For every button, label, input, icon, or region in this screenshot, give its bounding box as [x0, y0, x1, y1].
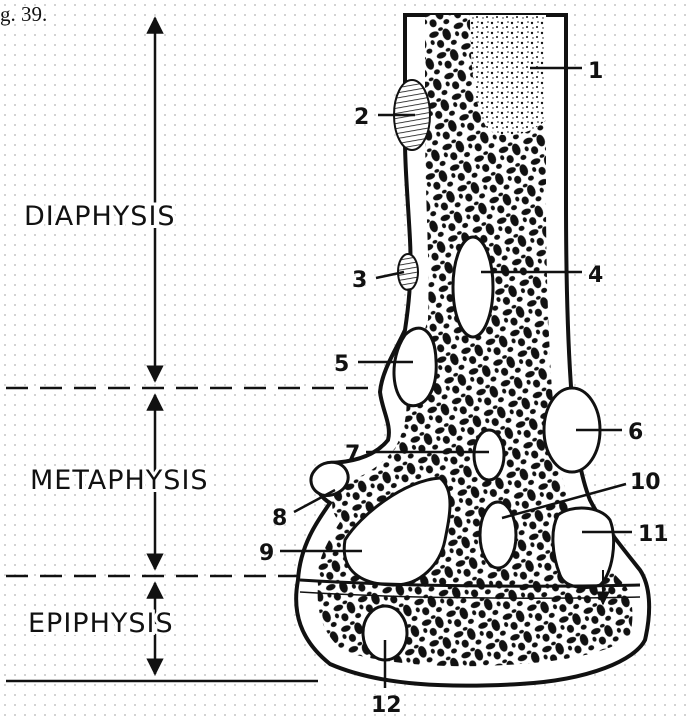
- lesion-7: [474, 430, 504, 480]
- callout-4: 4: [588, 263, 603, 288]
- callout-2: 2: [354, 105, 369, 130]
- region-label-epiphysis: EPIPHYSIS: [28, 608, 174, 639]
- lesion-11: [553, 508, 614, 587]
- callout-11: 11: [638, 522, 669, 547]
- callout-1: 1: [588, 59, 603, 84]
- lesion-10: [480, 502, 516, 568]
- region-label-metaphysis: METAPHYSIS: [30, 465, 209, 496]
- callout-8: 8: [272, 506, 287, 531]
- callout-3: 3: [352, 268, 367, 293]
- callout-10: 10: [630, 470, 661, 495]
- callout-6: 6: [628, 420, 643, 445]
- callout-12: 12: [371, 693, 402, 718]
- lesion-8: [311, 462, 348, 495]
- callout-7: 7: [345, 442, 360, 467]
- callout-9: 9: [259, 541, 274, 566]
- lesion-4: [453, 237, 493, 337]
- region-label-diaphysis: DIAPHYSIS: [24, 201, 176, 232]
- callout-5: 5: [334, 352, 349, 377]
